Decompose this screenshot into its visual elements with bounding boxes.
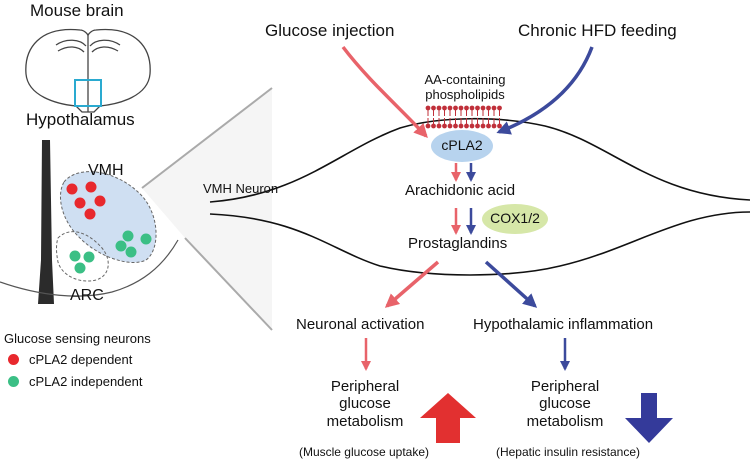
glucose-injection-label: Glucose injection: [265, 21, 395, 40]
vmh-region: [60, 171, 157, 264]
muscle-glucose-uptake-note: (Muscle glucose uptake): [298, 445, 430, 459]
arachidonic-acid-label: Arachidonic acid: [405, 182, 516, 199]
neuron-cpla2-independent: [140, 233, 152, 245]
left-effect-line-2: glucose: [339, 395, 391, 413]
cox12-label: COX1/2: [490, 210, 540, 226]
third-ventricle: [38, 140, 54, 304]
left-effect-line-3: metabolism: [326, 412, 404, 430]
green-dot-icon: [8, 376, 19, 387]
neuron-cpla2-dependent: [74, 197, 86, 209]
legend-item-cpla2-independent: cPLA2 independent: [8, 374, 142, 389]
cpla2-label: cPLA2: [441, 137, 483, 153]
neuron-cpla2-independent: [115, 240, 127, 252]
zoom-cone: [142, 88, 272, 330]
left-effect-line-1: Peripheral: [330, 378, 400, 395]
hypothalamus-highlight-box: [74, 79, 102, 107]
right-effect-line-3: metabolism: [526, 412, 604, 430]
right-effect-line-2: glucose: [539, 395, 591, 413]
legend-item-cpla2-dependent: cPLA2 dependent: [8, 352, 132, 367]
phospholipids-label: AA-containing phospholipids: [405, 72, 525, 103]
pg-to-inflammation-arrow: [484, 260, 538, 308]
phospholipid-bilayer-icon: [425, 105, 502, 129]
legend-label: cPLA2 independent: [29, 374, 143, 389]
legend-title: Glucose sensing neurons: [4, 331, 151, 346]
right-effect-line-1: Peripheral: [530, 378, 600, 395]
vmh-neuron-label: VMH Neuron: [203, 181, 279, 196]
neuron-cpla2-independent: [125, 246, 137, 258]
hypothalamus-label: Hypothalamus: [26, 110, 135, 129]
neuron-cpla2-independent: [83, 251, 95, 263]
arc-region: [56, 231, 109, 282]
neuron-cpla2-dependent: [85, 181, 97, 193]
pg-to-neuronal-activation-arrow: [384, 260, 440, 308]
mouse-brain-title: Mouse brain: [30, 1, 124, 20]
glucose-arrow: [341, 45, 428, 139]
increase-arrow-icon: [420, 393, 476, 443]
neuron-cpla2-dependent: [66, 183, 78, 195]
hypothalamic-inflammation-label: Hypothalamic inflammation: [473, 316, 654, 333]
neuron-cpla2-independent: [122, 230, 134, 242]
cox12-enzyme: [482, 204, 548, 234]
arc-label: ARC: [70, 287, 104, 304]
brain-section-edge: [0, 239, 179, 297]
phospholipids-line-1: AA-containing: [424, 72, 506, 87]
zoom-line-bottom: [184, 237, 273, 331]
mouse-brain-outline: [25, 28, 151, 113]
neuron-membrane-top: [209, 117, 750, 203]
hfd-feeding-label: Chronic HFD feeding: [518, 21, 677, 40]
legend-label: cPLA2 dependent: [29, 352, 133, 367]
hepatic-insulin-resistance-note: (Hepatic insulin resistance): [495, 445, 641, 459]
phospholipids-line-2: phospholipids: [425, 86, 505, 102]
hfd-arrow: [496, 46, 594, 135]
neuron-membrane-bottom: [209, 211, 750, 276]
neuron-cpla2-independent: [74, 262, 86, 274]
zoom-line-top: [141, 87, 273, 189]
neuronal-activation-label: Neuronal activation: [296, 316, 425, 333]
decrease-arrow-icon: [625, 393, 673, 443]
left-effect-label: Peripheral glucose metabolism: [300, 378, 430, 430]
right-effect-label: Peripheral glucose metabolism: [510, 378, 620, 430]
vmh-label: VMH: [88, 162, 124, 179]
cpla2-enzyme: [431, 130, 493, 162]
prostaglandins-label: Prostaglandins: [408, 235, 508, 252]
red-dot-icon: [8, 354, 19, 365]
neuron-cpla2-independent: [69, 250, 81, 262]
neuron-cpla2-dependent: [84, 208, 96, 220]
neuron-cpla2-dependent: [94, 195, 106, 207]
